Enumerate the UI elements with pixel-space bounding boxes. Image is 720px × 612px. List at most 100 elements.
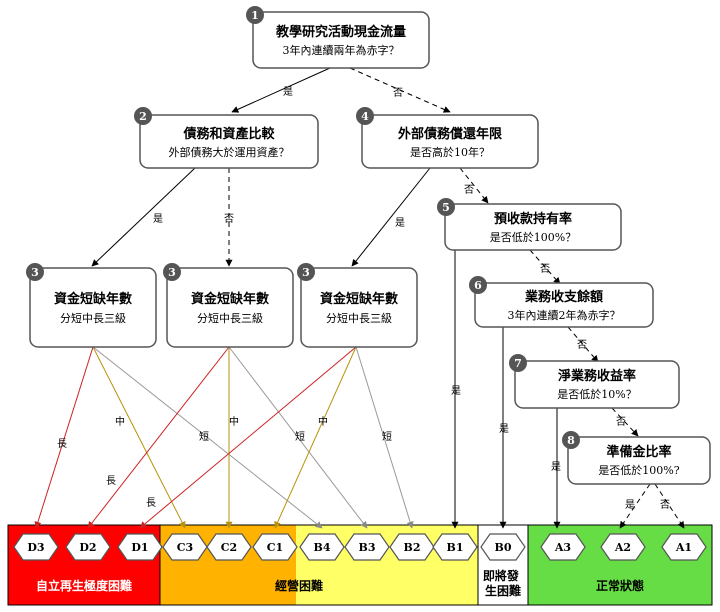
grade-hex-c3: C3 — [162, 533, 208, 561]
node-3b-number: 3 — [168, 266, 176, 279]
edge-3a-long — [34, 346, 94, 529]
node-3b-box — [166, 267, 294, 348]
grade-hex-shape — [432, 533, 478, 561]
grade-hex-b2: B2 — [389, 533, 435, 561]
label-2-3a-yes: 是 — [153, 213, 163, 225]
node-4: 外部債務償還年限 是否高於10年？ 4 — [356, 107, 539, 169]
label-8-a2-yes: 是 — [625, 499, 635, 511]
node-3c: 資金短缺年數 分短中長三級 3 — [297, 263, 418, 348]
label-3a-mid: 中 — [115, 415, 125, 428]
edge-5-to-6 — [529, 249, 561, 285]
node-6-number-badge — [469, 276, 487, 294]
node-1-title: 教學研究活動現金流量 — [275, 24, 406, 40]
node-2-title: 債務和資產比較 — [182, 126, 275, 142]
node-3c-number-badge — [297, 263, 315, 281]
grade-label: B2 — [404, 541, 421, 554]
label-3c-short: 短 — [382, 430, 392, 443]
node-5-box — [444, 203, 622, 251]
grade-hex-shape — [299, 533, 345, 561]
edge-3b-long — [87, 346, 230, 529]
node-4-number-badge — [356, 107, 374, 125]
label-1-2-yes: 是 — [283, 86, 293, 98]
node-7-box — [514, 360, 680, 409]
node-6-number: 6 — [474, 279, 482, 292]
grade-label: C1 — [267, 541, 283, 554]
edge-7-to-8 — [611, 407, 639, 437]
edge-3a-short — [92, 346, 323, 529]
node-3a-subtitle: 分短中長三級 — [60, 311, 126, 325]
grade-label: D3 — [27, 541, 44, 554]
node-8-number-badge — [562, 431, 580, 449]
node-6-box — [474, 282, 654, 328]
grade-label: D2 — [79, 541, 96, 554]
edge-1-to-2 — [231, 67, 331, 113]
node-3a: 資金短缺年數 分短中長三級 3 — [26, 263, 157, 348]
node-4-title: 外部債務償還年限 — [397, 126, 503, 142]
label-2-3b-no: 否 — [224, 213, 234, 225]
grade-label: A1 — [675, 541, 692, 554]
label-6-7-no: 否 — [577, 339, 587, 351]
node-2: 債務和資產比較 外部債務大於運用資產？ 2 — [134, 107, 319, 169]
label-3b-long: 長 — [106, 475, 116, 487]
zone-label-yellow: 經營困難 — [275, 578, 323, 593]
node-5-number: 5 — [442, 201, 450, 214]
grade-hex-b1: B1 — [432, 533, 478, 561]
label-3b-short: 短 — [295, 430, 305, 443]
node-3c-number: 3 — [302, 266, 310, 279]
grade-label: A3 — [554, 541, 571, 554]
node-4-subtitle: 是否高於10年？ — [410, 145, 490, 159]
label-6-b0-yes: 是 — [499, 423, 509, 435]
label-3c-mid: 中 — [318, 415, 328, 428]
label-4-3c-yes: 是 — [395, 217, 405, 229]
grade-hex-shape — [206, 533, 252, 561]
node-3b-subtitle: 分短中長三級 — [197, 311, 263, 325]
node-7-number-badge — [509, 354, 527, 372]
grade-hex-shape — [65, 533, 111, 561]
node-7-title: 淨業務收益率 — [558, 368, 636, 384]
node-6-subtitle: 3年內連續2年為赤字？ — [508, 308, 621, 322]
node-2-number-badge — [134, 107, 152, 125]
node-3b: 資金短缺年數 分短中長三級 3 — [163, 263, 294, 348]
grade-label: C2 — [221, 541, 237, 554]
grade-hex-shape — [13, 533, 59, 561]
node-3b-title: 資金短缺年數 — [191, 291, 269, 307]
node-8-box — [567, 436, 711, 485]
edge-labels: 是 否 是 否 是 否 是 否 是 否 是 否 是 否 長 中 短 長 中 短 … — [57, 86, 670, 511]
decision-edges — [91, 67, 685, 529]
node-4-box — [361, 114, 539, 169]
node-7-number: 7 — [514, 357, 522, 370]
node-1-box — [252, 11, 430, 69]
node-2-number: 2 — [139, 110, 147, 123]
grade-label: B4 — [314, 541, 331, 554]
node-1-number: 1 — [251, 9, 259, 22]
label-3c-long: 長 — [146, 497, 156, 509]
node-8-title: 準備金比率 — [606, 444, 671, 460]
grade-label: C3 — [177, 541, 193, 554]
decision-nodes: 教學研究活動現金流量 3年內連續兩年為赤字？ 1 債務和資產比較 外部債務大於運… — [26, 6, 711, 485]
grade-hex-a1: A1 — [661, 533, 707, 561]
zone-label-green: 正常狀態 — [596, 578, 644, 593]
grade-hex-a3: A3 — [540, 533, 586, 561]
grade-hex-shape — [540, 533, 586, 561]
node-3a-number-badge — [26, 263, 44, 281]
grade-label: A2 — [614, 541, 631, 554]
label-7-a3-yes: 是 — [551, 461, 561, 473]
node-2-subtitle: 外部債務大於運用資產？ — [169, 145, 290, 159]
node-3a-number: 3 — [31, 266, 39, 279]
grade-hex-shape — [661, 533, 707, 561]
edge-4-to-3c — [351, 167, 431, 267]
grade-hex-b0: B0 — [480, 533, 526, 561]
node-3c-box — [300, 267, 418, 348]
zone-label-red: 自立再生極度困難 — [36, 578, 132, 593]
node-8: 準備金比率 是否低於100%? 8 — [562, 431, 711, 485]
label-5-b1-yes: 是 — [451, 385, 461, 397]
edge-3b-short — [228, 346, 368, 529]
node-3b-number-badge — [163, 263, 181, 281]
node-5-number-badge — [437, 198, 455, 216]
grade-hex-d1: D1 — [117, 533, 163, 561]
node-2-box — [139, 114, 319, 169]
label-7-8-no: 否 — [616, 416, 626, 428]
grade-hex-b4: B4 — [299, 533, 345, 561]
shortage-edges — [34, 346, 414, 529]
